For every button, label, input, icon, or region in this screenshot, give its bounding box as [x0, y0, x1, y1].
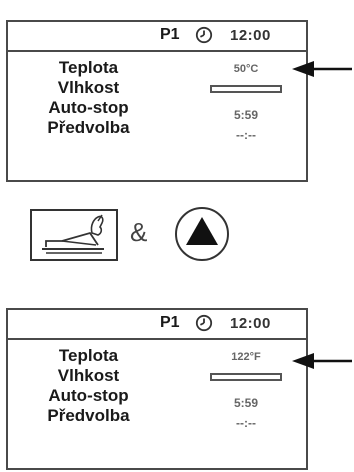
clock-time: 12:00 — [230, 27, 271, 44]
autostop-value: 5:59 — [233, 396, 259, 410]
humidity-bar — [210, 85, 282, 93]
label-teplota: Teplota — [58, 58, 119, 77]
button-combination: & — [30, 205, 310, 270]
label-vlhkost: Vlhkost — [57, 366, 120, 385]
autostop-value: 5:59 — [233, 108, 259, 122]
label-predvolba: Předvolba — [47, 118, 130, 137]
hotplate-hand-icon — [42, 214, 104, 254]
humidity-value — [208, 373, 284, 393]
ampersand: & — [130, 217, 148, 247]
display-header: P1 12:00 — [8, 22, 306, 52]
label-predvolba: Předvolba — [47, 406, 130, 425]
left-arrow-icon — [292, 61, 352, 77]
label-auto-stop: Auto-stop — [48, 386, 129, 405]
parameter-values: 122°F 5:59 --:-- — [208, 347, 284, 433]
temperature-value: 50°C — [233, 63, 259, 75]
display-panel-fahrenheit: P1 12:00 Teplota Vlhkost Auto-stop Předv… — [6, 308, 308, 470]
parameter-labels: Teplota Vlhkost Auto-stop Předvolba — [36, 346, 141, 426]
preset-value: --:-- — [236, 128, 256, 142]
program-label: P1 — [160, 26, 180, 43]
label-auto-stop: Auto-stop — [48, 98, 129, 117]
hotplate-button[interactable] — [30, 209, 118, 261]
up-button[interactable] — [173, 205, 231, 263]
temperature-value: 122°F — [231, 351, 261, 363]
display-panel-celsius: P1 12:00 Teplota Vlhkost Auto-stop Předv… — [6, 20, 308, 182]
label-teplota: Teplota — [58, 346, 119, 365]
parameter-labels: Teplota Vlhkost Auto-stop Předvolba — [36, 58, 141, 138]
up-triangle-icon — [186, 217, 218, 245]
clock-icon — [195, 314, 213, 332]
clock-time: 12:00 — [230, 315, 271, 332]
preset-value: --:-- — [236, 416, 256, 430]
parameter-values: 50°C 5:59 --:-- — [208, 59, 284, 145]
humidity-bar — [210, 373, 282, 381]
program-label: P1 — [160, 314, 180, 331]
left-arrow-icon — [292, 353, 352, 369]
display-header: P1 12:00 — [8, 310, 306, 340]
clock-icon — [195, 26, 213, 44]
label-vlhkost: Vlhkost — [57, 78, 120, 97]
humidity-value — [208, 85, 284, 105]
